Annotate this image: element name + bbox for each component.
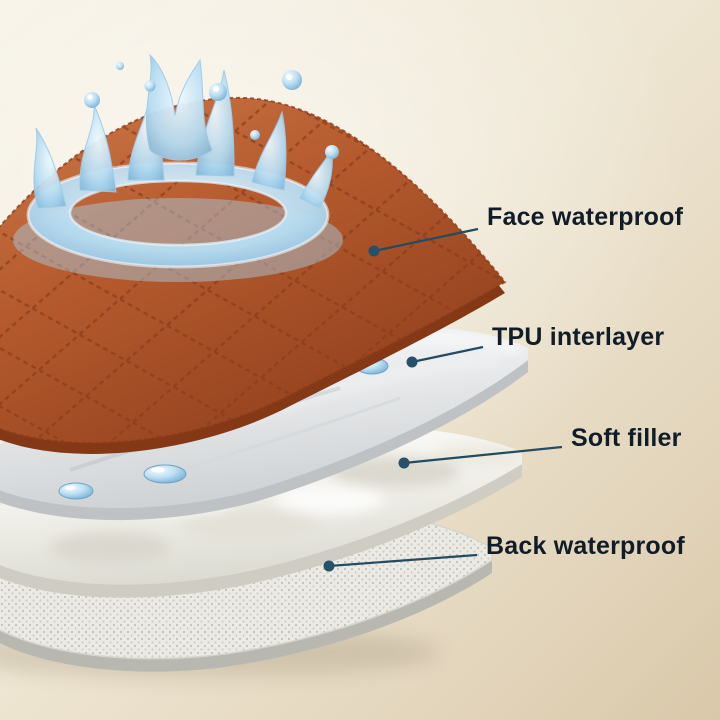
callout-line-soft (403, 445, 563, 465)
callout-line-back (328, 553, 478, 568)
label-back-waterproof: Back waterproof (486, 532, 685, 560)
splash-droplets (84, 62, 339, 159)
callout-lines (328, 227, 563, 568)
callout-dot-soft (398, 457, 410, 469)
label-soft-filler: Soft filler (571, 424, 682, 452)
label-tpu-interlayer: TPU interlayer (492, 323, 665, 351)
callout-dots (323, 245, 418, 572)
callout-dot-back (323, 560, 335, 572)
water-droplet-icon (143, 464, 187, 484)
callout-line-face (373, 227, 479, 253)
water-droplet-icon (58, 482, 94, 500)
callout-dot-tpu (406, 356, 418, 368)
callout-dot-face (368, 245, 380, 257)
label-face-waterproof: Face waterproof (487, 203, 684, 231)
water-splash-icon (13, 53, 343, 282)
callout-line-tpu (411, 345, 484, 364)
